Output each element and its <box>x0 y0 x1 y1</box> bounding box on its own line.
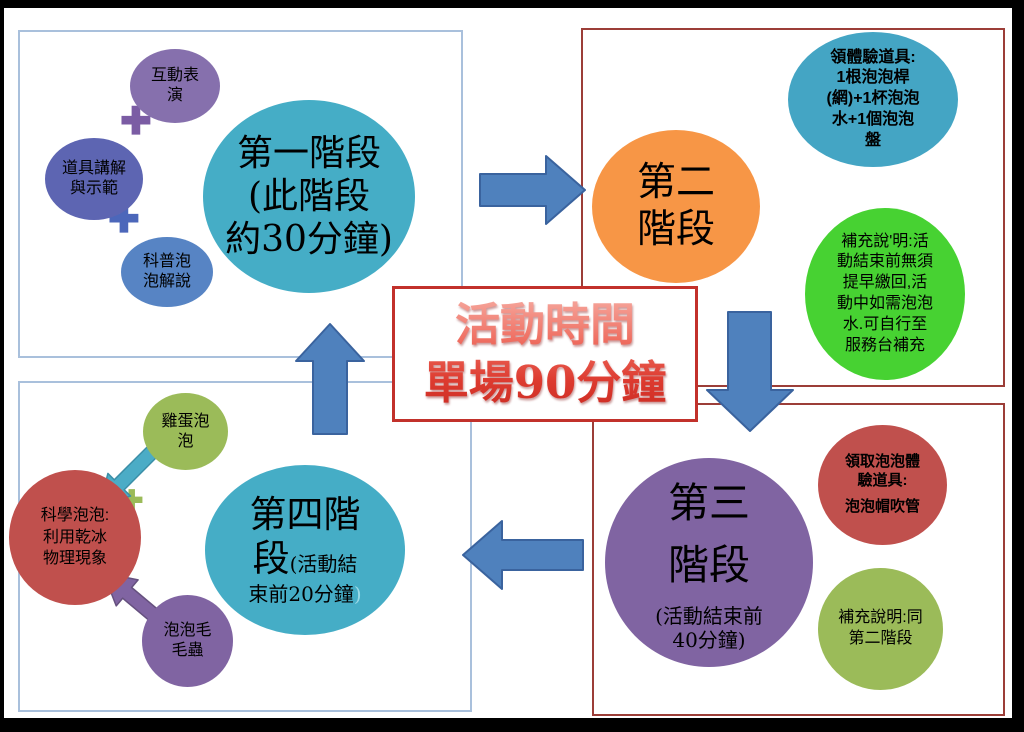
bubble-science-talk: 科普泡 泡解說 <box>121 237 213 307</box>
activity-time-title: 活動時間 單場90分鐘 <box>424 296 667 413</box>
stage1-circle: 第一階段 (此階段 約30分鐘) <box>203 100 415 293</box>
stage3-circle: 第三 階段 (活動結束前 40分鐘) <box>605 458 813 667</box>
bubble-prop-demo-label: 道具講解 與示範 <box>61 160 126 197</box>
stage4-circle: 第四階 段(活動結 束前20分鐘) <box>205 465 405 635</box>
stage4-label-line2: 段(活動結 <box>253 537 358 581</box>
bubble-interactive-show-label: 互動表 演 <box>150 67 199 104</box>
stage2-label: 第二 階段 <box>636 159 715 252</box>
stage2-note-label: 補充說'明:活 動結束前無須 提早繳回,活 動中如需泡泡 水.可自行至 服務台補… <box>836 232 933 354</box>
stage2-props-label: 領體驗道具: 1根泡泡桿 (網)+1杯泡泡 水+1個泡泡 盤 <box>826 48 920 149</box>
stage4-label-line2-big: 段 <box>252 537 290 580</box>
bubble-science-bubble: 科學泡泡: 利用乾冰 物理現象 <box>9 470 141 605</box>
stage3-props-body: 泡泡帽吹管 <box>844 498 920 516</box>
stage3-label: 第三 階段 <box>668 479 750 589</box>
stage3-props-head: 領取泡泡體 驗道具: <box>844 452 920 489</box>
bubble-caterpillar-label: 泡泡毛 毛蟲 <box>163 622 212 659</box>
stage2-circle: 第二 階段 <box>592 130 760 283</box>
stage4-label-line2-small: (活動結 <box>289 552 358 576</box>
bubble-egg-label: 雞蛋泡 泡 <box>161 412 210 450</box>
stage3-sublabel: (活動結束前 40分鐘) <box>655 604 763 652</box>
arrow-stage2-to-stage3-icon <box>705 310 795 439</box>
stage3-props-circle: 領取泡泡體 驗道具: 泡泡帽吹管 <box>818 425 947 545</box>
stage2-note-circle: 補充說'明:活 動結束前無須 提早繳回,活 動中如需泡泡 水.可自行至 服務台補… <box>805 208 965 380</box>
bubble-science-bubble-label: 科學泡泡: 利用乾冰 物理現象 <box>40 507 110 568</box>
arrow-stage3-to-stage4-icon <box>460 518 585 597</box>
stage3-note-label: 補充說明:同 第二階段 <box>838 609 923 647</box>
stage2-props-circle: 領體驗道具: 1根泡泡桿 (網)+1杯泡泡 水+1個泡泡 盤 <box>788 32 958 167</box>
bubble-science-talk-label: 科普泡 泡解說 <box>142 253 191 290</box>
bubble-egg: 雞蛋泡 泡 <box>143 393 228 470</box>
arrow-stage1-to-stage2-icon <box>478 150 588 235</box>
bubble-interactive-show: 互動表 演 <box>130 49 220 123</box>
stage3-note-circle: 補充說明:同 第二階段 <box>818 568 943 690</box>
stage4-label-paren: ) <box>353 582 362 607</box>
stage4-label-line1: 第四階 <box>249 492 361 536</box>
arrow-stage4-to-stage1-icon <box>294 322 366 441</box>
bubble-prop-demo: 道具講解 與示範 <box>45 138 143 220</box>
bubble-caterpillar: 泡泡毛 毛蟲 <box>142 595 233 687</box>
stage4-label-line3-text: 束前20分鐘 <box>248 582 354 607</box>
stage1-label: 第一階段 (此階段 約30分鐘) <box>225 132 393 261</box>
activity-time-box: 活動時間 單場90分鐘 <box>392 286 698 422</box>
stage4-label-line3: 束前20分鐘) <box>248 581 361 607</box>
